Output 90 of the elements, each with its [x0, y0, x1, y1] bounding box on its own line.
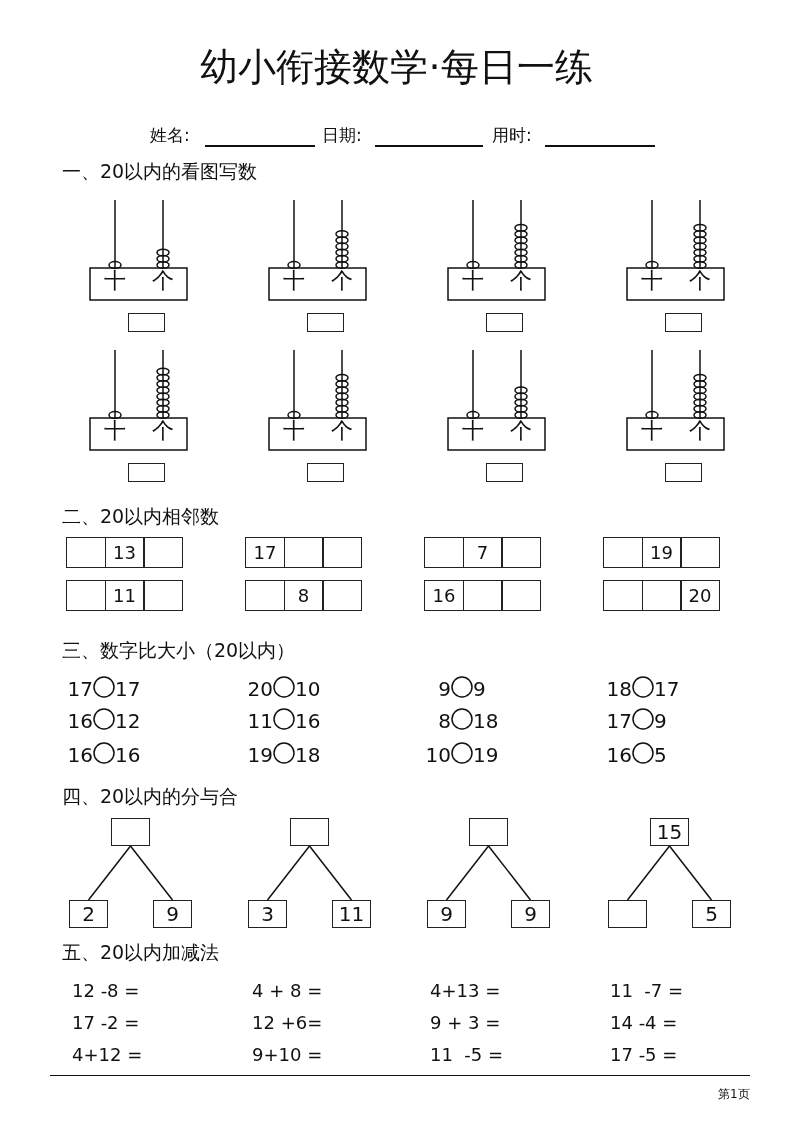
place-value-label: 个	[331, 270, 353, 292]
equation: 17 -5 =	[610, 1046, 678, 1064]
page-number: 第1页	[718, 1088, 750, 1100]
section-heading: 五、20以内加减法	[62, 943, 220, 962]
number: 18	[295, 745, 321, 765]
title: 幼小衔接数学·每日一练	[199, 48, 594, 86]
section-heading: 二、20以内相邻数	[62, 507, 220, 526]
place-value-label: 个	[152, 420, 174, 442]
number: 19	[473, 745, 499, 765]
connector-line	[308, 845, 353, 901]
number: 9	[473, 679, 486, 699]
number: 9	[654, 711, 667, 731]
equation: 12 -8 =	[72, 982, 140, 1000]
connector-line	[668, 845, 713, 901]
connector-line	[129, 845, 174, 901]
number: 17	[654, 679, 680, 699]
place-value-label: 个	[510, 420, 532, 442]
place-value-label: 个	[152, 270, 174, 292]
field-label: 用时:	[492, 127, 532, 144]
section-heading: 三、数字比大小（20以内）	[62, 641, 296, 660]
number: 16	[67, 711, 93, 731]
place-value-label: 个	[689, 420, 711, 442]
connector-line	[487, 845, 532, 901]
number: 10	[295, 679, 321, 699]
place-value-label: 个	[689, 270, 711, 292]
number-box: 15	[650, 818, 689, 846]
number-box: 9	[427, 900, 466, 928]
number: 17	[115, 679, 141, 699]
number: 16	[115, 745, 141, 765]
number-box: 5	[692, 900, 731, 928]
number-cell: 17	[245, 537, 285, 568]
number-box: 2	[69, 900, 108, 928]
equation: 9+10 =	[252, 1046, 323, 1064]
answer-box	[111, 818, 150, 846]
answer-box	[469, 818, 508, 846]
number: 9	[438, 679, 451, 699]
equation: 14 -4 =	[610, 1014, 678, 1032]
number-cell: 19	[641, 537, 682, 568]
number-box: 3	[248, 900, 287, 928]
place-value-label: 十	[462, 270, 484, 292]
number: 17	[67, 679, 93, 699]
equation: 4+12 =	[72, 1046, 143, 1064]
place-value-label: 十	[283, 420, 305, 442]
number: 10	[425, 745, 451, 765]
number: 18	[473, 711, 499, 731]
equation: 9 + 3 =	[430, 1014, 501, 1032]
connector-line	[266, 845, 311, 901]
connector-line	[87, 845, 132, 901]
equation: 12 +6=	[252, 1014, 323, 1032]
number: 17	[606, 711, 632, 731]
number-box: 9	[153, 900, 192, 928]
number: 18	[606, 679, 632, 699]
place-value-label: 十	[641, 270, 663, 292]
answer-box	[290, 818, 329, 846]
number-cell: 13	[104, 537, 145, 568]
number: 11	[247, 711, 273, 731]
number: 19	[247, 745, 273, 765]
equation: 4+13 =	[430, 982, 501, 1000]
number-cell: 11	[104, 580, 145, 611]
place-value-label: 十	[104, 420, 126, 442]
field-label: 日期:	[322, 127, 362, 144]
number: 16	[67, 745, 93, 765]
number-cell: 16	[424, 580, 464, 611]
number: 20	[247, 679, 273, 699]
place-value-label: 个	[510, 270, 532, 292]
equation: 17 -2 =	[72, 1014, 140, 1032]
answer-box	[608, 900, 647, 928]
number: 12	[115, 711, 141, 731]
number-cell: 7	[462, 537, 503, 568]
number-box: 9	[511, 900, 550, 928]
field-label: 姓名:	[150, 127, 190, 144]
number: 8	[438, 711, 451, 731]
equation: 4 + 8 =	[252, 982, 323, 1000]
number-cell: 8	[283, 580, 324, 611]
section-heading: 一、20以内的看图写数	[62, 162, 258, 181]
place-value-label: 个	[331, 420, 353, 442]
place-value-label: 十	[104, 270, 126, 292]
equation: 11 -7 =	[610, 982, 684, 1000]
number: 16	[606, 745, 632, 765]
place-value-label: 十	[462, 420, 484, 442]
number-box: 11	[332, 900, 371, 928]
number: 5	[654, 745, 667, 765]
equation: 11 -5 =	[430, 1046, 504, 1064]
number: 16	[295, 711, 321, 731]
place-value-label: 十	[641, 420, 663, 442]
connector-line	[626, 845, 671, 901]
section-heading: 四、20以内的分与合	[62, 787, 239, 806]
place-value-label: 十	[283, 270, 305, 292]
connector-line	[445, 845, 490, 901]
number-cell: 20	[680, 580, 720, 611]
